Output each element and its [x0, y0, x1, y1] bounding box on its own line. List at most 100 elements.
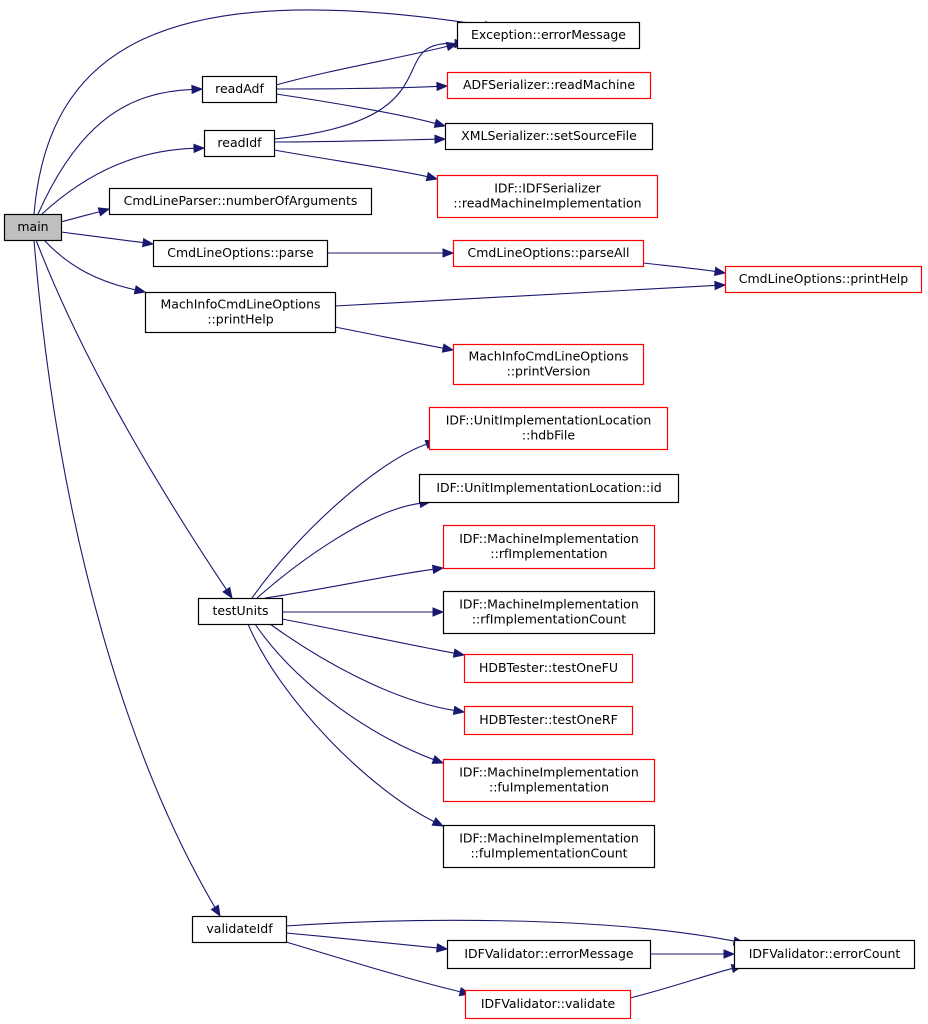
node-box — [152, 239, 329, 268]
edge-line — [275, 45, 448, 86]
edge-valErrorMessage-to-errorCount — [650, 949, 736, 959]
node-testOneFU[interactable]: HDBTester::testOneFU — [463, 653, 634, 684]
node-box — [442, 590, 656, 635]
edge-main-to-numberOfArguments — [60, 207, 111, 223]
arrowhead-icon — [431, 754, 445, 764]
node-label: HDBTester::testOneFU — [479, 660, 618, 675]
node-label: IDF::MachineImplementation — [459, 831, 639, 846]
node-label: ::printHelp — [207, 312, 273, 327]
node-excErrorMessage[interactable]: Exception::errorMessage — [456, 21, 641, 50]
node-printVersion[interactable]: MachInfoCmdLineOptions::printVersion — [452, 343, 645, 386]
node-cmdPrintHelp[interactable]: CmdLineOptions::printHelp — [724, 265, 923, 294]
edge-line — [275, 85, 438, 90]
node-fuImplCount[interactable]: IDF::MachineImplementation::fuImplementa… — [442, 824, 656, 869]
edge-main-to-parse — [60, 231, 155, 248]
edge-line — [256, 502, 421, 599]
node-validateIdf[interactable]: validateIdf — [191, 915, 288, 944]
node-label: IDFValidator::errorMessage — [464, 946, 634, 961]
edge-line — [251, 443, 427, 599]
arrowhead-icon — [431, 817, 445, 827]
node-valErrorMessage[interactable]: IDFValidator::errorMessage — [446, 939, 652, 970]
node-label: CmdLineOptions::printHelp — [739, 271, 908, 286]
node-label: XMLSerializer::setSourceFile — [461, 128, 637, 143]
node-readAdf[interactable]: readAdf — [201, 75, 278, 104]
node-box — [428, 406, 669, 451]
edge-line — [41, 147, 195, 215]
edge-testUnits-to-testOneFU — [281, 618, 466, 658]
node-box — [446, 71, 652, 100]
edge-machPrintHelp-to-printVersion — [334, 326, 455, 353]
node-rfImpl[interactable]: IDF::MachineImplementation::rfImplementa… — [442, 524, 656, 570]
node-numberOfArguments[interactable]: CmdLineParser::numberOfArguments — [108, 187, 373, 216]
arrowhead-icon — [713, 266, 727, 277]
node-locId[interactable]: IDF::UnitImplementationLocation::id — [418, 473, 680, 504]
node-label: readAdf — [215, 81, 264, 96]
edge-line — [285, 919, 735, 942]
node-parse[interactable]: CmdLineOptions::parse — [152, 239, 329, 268]
edge-testUnits-to-rfImplCount — [282, 607, 445, 617]
node-box — [724, 265, 923, 294]
node-label: HDBTester::testOneRF — [479, 712, 618, 727]
edge-line — [281, 618, 455, 654]
edge-readIdf-to-readMachImpl — [273, 149, 439, 182]
node-box — [452, 343, 645, 386]
edge-validateIdf-to-valErrorMessage — [285, 932, 449, 953]
node-label: IDF::MachineImplementation — [459, 765, 639, 780]
node-hdbFile[interactable]: IDF::UnitImplementationLocation::hdbFile — [428, 406, 669, 451]
node-validate[interactable]: IDFValidator::validate — [464, 989, 632, 1020]
node-machPrintHelp[interactable]: MachInfoCmdLineOptions::printHelp — [144, 291, 337, 334]
edge-readAdf-to-adfReadMachine — [275, 81, 449, 92]
node-label: ::fuImplementation — [489, 780, 609, 795]
node-label: IDFValidator::validate — [481, 996, 616, 1011]
node-errorCount[interactable]: IDFValidator::errorCount — [733, 939, 916, 970]
edge-machPrintHelp-to-cmdPrintHelp — [334, 280, 727, 307]
node-label: IDFValidator::errorCount — [749, 946, 901, 961]
edge-readAdf-to-excErrorMessage — [275, 41, 459, 86]
arrowhead-icon — [97, 207, 111, 217]
edge-line — [35, 239, 227, 590]
node-readIdf[interactable]: readIdf — [203, 129, 276, 158]
arrowhead-icon — [436, 81, 449, 92]
node-label: ::fuImplementationCount — [470, 846, 627, 861]
edge-parseAll-to-cmdPrintHelp — [642, 262, 727, 277]
node-box — [442, 524, 656, 570]
edge-line — [334, 326, 444, 349]
node-setSourceFile[interactable]: XMLSerializer::setSourceFile — [444, 122, 654, 151]
node-box — [436, 174, 659, 219]
node-label: IDF::IDFSerializer — [494, 181, 601, 196]
node-rfImplCount[interactable]: IDF::MachineImplementation::rfImplementa… — [442, 590, 656, 635]
node-label: ::rfImplementation — [490, 546, 607, 561]
edge-main-to-excErrorMessage — [33, 9, 497, 215]
edge-line — [33, 9, 486, 215]
node-label: IDF::MachineImplementation — [459, 597, 639, 612]
edge-main-to-readIdf — [41, 143, 206, 215]
node-label: CmdLineOptions::parse — [167, 245, 314, 260]
edge-testUnits-to-locId — [256, 498, 432, 599]
arrowhead-icon — [222, 586, 233, 600]
edge-testUnits-to-rfImpl — [264, 564, 445, 599]
node-testOneRF[interactable]: HDBTester::testOneRF — [463, 705, 634, 736]
edge-line — [264, 568, 434, 599]
node-box — [144, 291, 337, 334]
node-readMachImpl[interactable]: IDF::IDFSerializer::readMachineImplement… — [436, 174, 659, 219]
node-box — [463, 653, 634, 684]
edge-line — [273, 42, 456, 140]
nodes-layer: main readAdfreadIdfCmdLineParser::numberO… — [3, 21, 923, 1020]
node-adfReadMachine[interactable]: ADFSerializer::readMachine — [446, 71, 652, 100]
edge-line — [37, 88, 193, 215]
node-box — [452, 239, 645, 268]
edge-line — [629, 967, 733, 999]
node-label: MachInfoCmdLineOptions — [160, 297, 320, 312]
node-fuImpl[interactable]: IDF::MachineImplementation::fuImplementa… — [442, 758, 656, 803]
edge-readAdf-to-setSourceFile — [275, 93, 447, 128]
node-testUnits[interactable]: testUnits — [197, 597, 284, 626]
node-main[interactable]: main — [3, 213, 63, 242]
arrowhead-icon — [432, 607, 445, 617]
node-box — [418, 473, 680, 504]
node-label: ::printVersion — [507, 364, 591, 379]
edge-parse-to-parseAll — [327, 248, 455, 258]
node-parseAll[interactable]: CmdLineOptions::parseAll — [452, 239, 645, 268]
edge-testUnits-to-fuImpl — [254, 623, 445, 764]
edge-line — [33, 239, 216, 908]
